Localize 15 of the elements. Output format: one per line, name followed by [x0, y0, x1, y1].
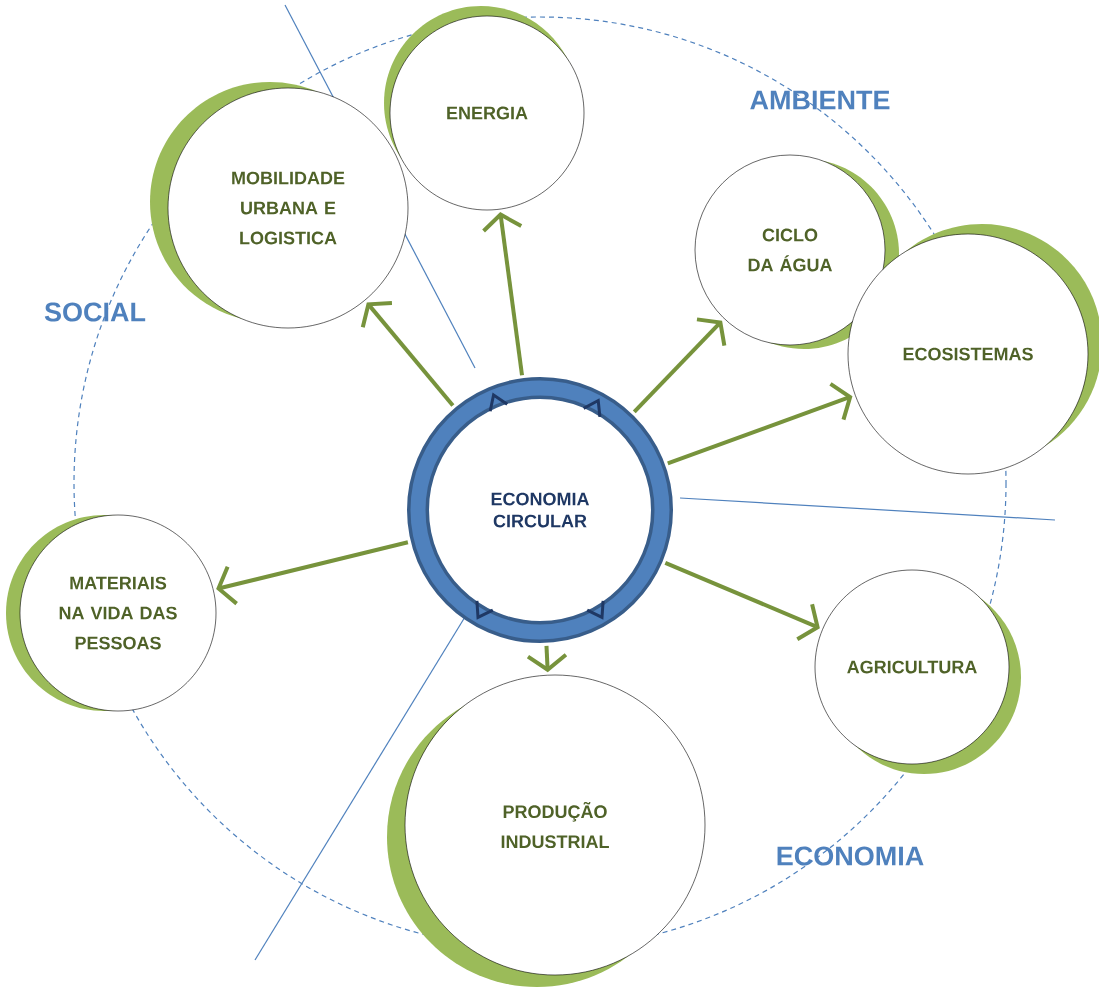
arrow — [667, 382, 853, 466]
arrow — [632, 317, 727, 414]
arrow — [360, 300, 455, 407]
circle-node: ENERGIA — [384, 6, 585, 211]
region-label: ECONOMIA — [777, 846, 924, 866]
arrow — [664, 561, 820, 641]
circle-node: MATERIAIS NA VIDA DAS PESSOAS — [6, 514, 217, 712]
circle-node: PRODUÇÃO INDUSTRIAL — [387, 674, 706, 987]
arrow — [482, 212, 524, 376]
region-label: AMBIENTE — [750, 90, 890, 110]
circle-node: AGRICULTURA — [814, 569, 1021, 774]
arrow — [216, 540, 409, 606]
circle-node: ECOSISTEMAS — [847, 224, 1099, 475]
circle-node: MOBILIDADE URBANA E LOGISTICA — [150, 82, 409, 329]
circle-node: CICLO DA ÁGUA — [694, 154, 899, 349]
